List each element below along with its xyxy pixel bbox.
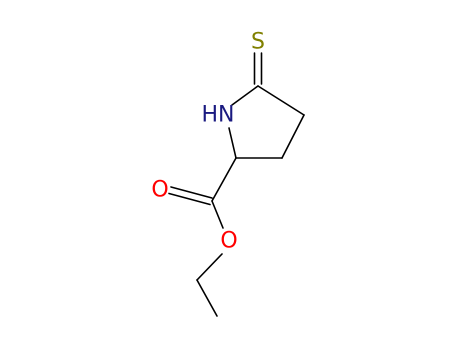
carbonyl-oxygen-label: O xyxy=(151,178,168,203)
ring-bond-c4-c3 xyxy=(281,114,305,159)
carbonyl-double-bond-a xyxy=(170,186,213,199)
bond-c2-carboxyl xyxy=(211,157,237,202)
ester-bond-c-o xyxy=(211,200,224,229)
ester-bond-o-ch2 xyxy=(196,253,223,281)
ring-bond-c5-c4 xyxy=(257,85,305,116)
ring-bond-n1-c5 xyxy=(231,85,259,106)
ethyl-bond-ch2-ch3 xyxy=(196,279,218,317)
nitrogen-atom-label: HN xyxy=(202,103,235,128)
ester-oxygen-label: O xyxy=(220,229,237,254)
carbonyl-double-bond-b xyxy=(168,192,211,206)
ring-bond-c2-n1 xyxy=(228,127,237,159)
sulfur-atom-label: S xyxy=(251,30,265,55)
